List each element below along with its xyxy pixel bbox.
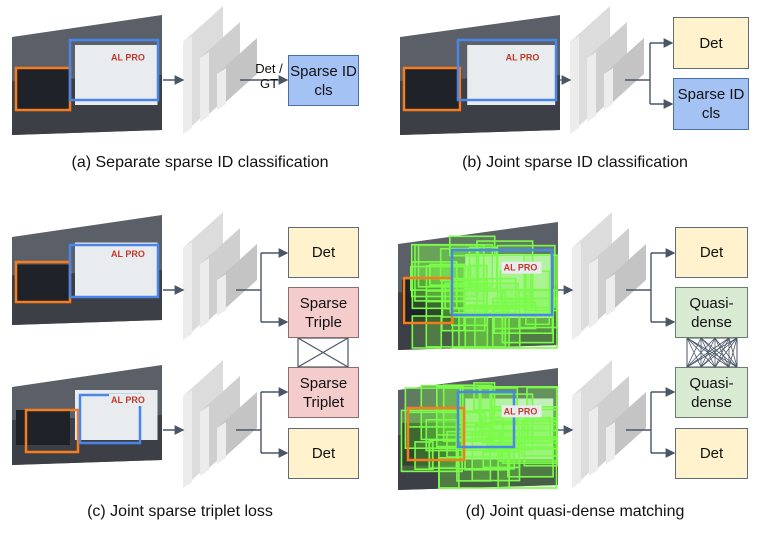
quasi-dense-box-bottom: Quasi-dense xyxy=(675,367,748,418)
van-logo-backing xyxy=(501,261,542,274)
feature-layer-edge xyxy=(217,422,226,464)
car xyxy=(16,410,70,445)
feature-layer xyxy=(606,392,646,464)
det-box: Det xyxy=(673,17,749,69)
feature-layer-edge xyxy=(606,422,615,464)
quasi-dense-box-top: Quasi-dense xyxy=(675,287,748,338)
dense-match-line xyxy=(700,337,738,368)
det-box-bottom: Det xyxy=(675,428,748,479)
dense-match-line xyxy=(700,337,730,368)
van-logo: AL PRO xyxy=(504,406,538,416)
feature-layer-edge xyxy=(604,68,613,110)
orange-box xyxy=(24,408,80,454)
caption-d: (d) Joint quasi-dense matching xyxy=(465,503,685,520)
proposal-box xyxy=(441,285,488,318)
caption-b: (b) Joint sparse ID classification xyxy=(462,154,688,171)
proposal-box xyxy=(444,282,520,310)
proposal-box xyxy=(428,439,460,470)
orange-box xyxy=(406,406,466,462)
feature-layer-edge xyxy=(183,242,192,340)
proposal-box xyxy=(468,246,498,290)
dense-match-line xyxy=(714,337,738,368)
feature-layer-edge xyxy=(183,390,192,488)
caption-a: (a) Separate sparse ID classification xyxy=(71,154,329,171)
blue-box xyxy=(450,248,554,317)
proposal-box xyxy=(523,417,558,467)
van-logo: AL PRO xyxy=(111,249,145,259)
van-logo: AL PRO xyxy=(504,263,538,273)
arrow-label-line1: Det / xyxy=(255,61,283,76)
sparse-triplet-box: Sparse Triplet xyxy=(288,367,359,418)
feature-layer-edge xyxy=(589,406,598,476)
dense-match-line xyxy=(714,337,730,368)
car xyxy=(16,69,70,111)
feature-layer-edge xyxy=(200,52,209,122)
feature-layer xyxy=(217,38,257,110)
feature-layer xyxy=(217,392,257,464)
orange-box xyxy=(402,66,462,112)
proposal-box xyxy=(438,456,460,489)
dense-match-line xyxy=(686,337,730,368)
blue-box xyxy=(456,390,516,449)
blue-box xyxy=(68,243,160,299)
feature-layer-edge xyxy=(606,274,615,316)
feature-layer xyxy=(606,244,646,316)
triplet-link xyxy=(297,337,349,368)
sparse-id-cls-box: Sparse ID cls xyxy=(673,78,749,130)
feature-layer xyxy=(217,244,257,316)
feature-layer-edge xyxy=(587,52,596,122)
dense-match-line xyxy=(686,337,738,368)
proposal-box xyxy=(420,384,481,441)
caption-c: (c) Joint sparse triplet loss xyxy=(87,503,273,520)
van-logo-backing xyxy=(109,247,149,260)
proposal-box xyxy=(491,393,534,451)
feature-layer-edge xyxy=(217,274,226,316)
feature-layer-edge xyxy=(200,258,209,328)
arrow-label: Det /GT xyxy=(249,61,289,91)
feature-layer-edge xyxy=(217,68,226,110)
blue-box xyxy=(68,38,160,102)
feature-layer-edge xyxy=(183,36,192,134)
van-logo-backing xyxy=(501,405,542,418)
dense-match-line xyxy=(686,337,716,368)
feature-layer-edge xyxy=(572,390,581,488)
proposal-box xyxy=(429,263,466,287)
van-logo-backing xyxy=(109,51,149,64)
det-box-top: Det xyxy=(675,227,748,278)
feature-layer-edge xyxy=(570,36,579,134)
dense-match-line xyxy=(686,337,702,368)
van-logo: AL PRO xyxy=(111,53,145,63)
dense-match-line xyxy=(728,337,738,368)
proposal-box xyxy=(411,315,443,349)
car xyxy=(404,69,462,111)
proposal-box xyxy=(507,446,554,478)
feature-layer-edge xyxy=(589,258,598,328)
sparse-id-cls-box: Sparse ID cls xyxy=(288,55,359,106)
feature-layer xyxy=(604,38,644,110)
feature-layer-edge xyxy=(572,242,581,340)
det-box-bottom: Det xyxy=(288,428,359,479)
arrow-label-line2: GT xyxy=(259,76,279,91)
sparse-triple-box: Sparse Triple xyxy=(288,287,359,338)
van-logo-backing xyxy=(109,394,149,406)
proposal-box xyxy=(493,306,554,334)
proposal-box xyxy=(404,387,491,450)
van-logo: AL PRO xyxy=(111,395,145,405)
feature-layer-edge xyxy=(200,406,209,476)
blue-box xyxy=(456,38,558,102)
van-logo-backing xyxy=(503,51,544,64)
van-logo: AL PRO xyxy=(506,53,540,63)
car xyxy=(16,264,70,303)
det-box-top: Det xyxy=(288,227,359,278)
